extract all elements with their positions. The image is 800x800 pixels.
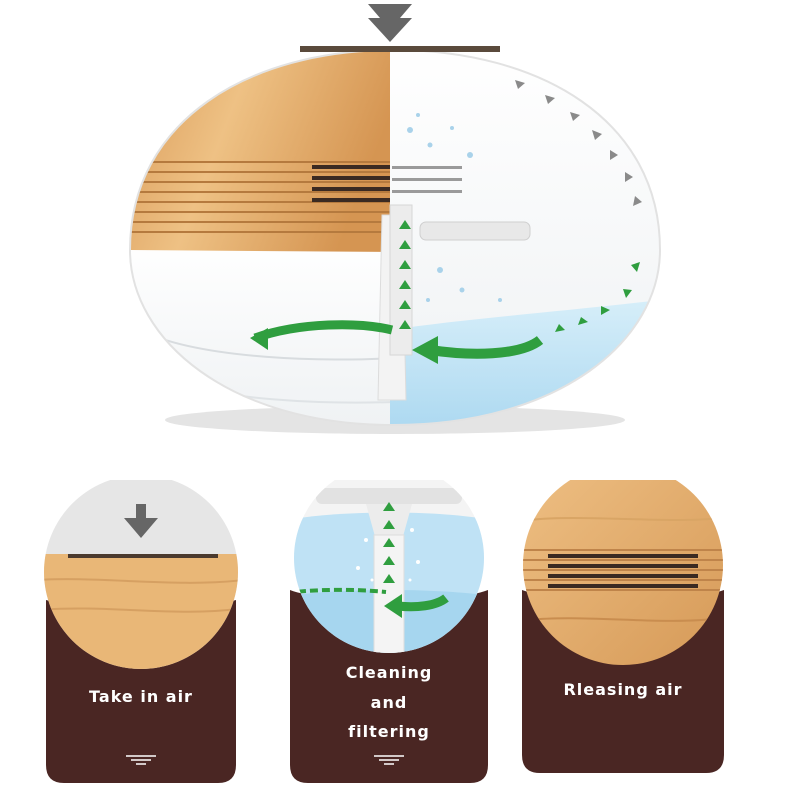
intake-arrow-icon bbox=[368, 4, 412, 42]
step-label-take-in-air: Take in air bbox=[89, 687, 193, 706]
step-label-cleaning-line-3: filtering bbox=[348, 722, 430, 741]
purifier-cutaway-illustration bbox=[128, 4, 662, 434]
return-arrows-icon bbox=[555, 262, 640, 332]
intake-arrow-icon bbox=[124, 504, 158, 538]
wood-grooves bbox=[130, 161, 390, 233]
take-in-air-illustration bbox=[44, 480, 238, 783]
vent-slots bbox=[548, 554, 698, 588]
step-label-cleaning-line-1: Cleaning bbox=[345, 663, 433, 682]
step-label-cleaning-line-2: and bbox=[370, 693, 408, 712]
vent-slots bbox=[312, 165, 390, 202]
step-card-take-in-air: Take in air bbox=[38, 480, 244, 785]
underline-glyph-icon bbox=[374, 755, 404, 765]
outflow-arrows-icon bbox=[515, 80, 642, 206]
step-card-cleaning-filtering: Cleaning and filtering bbox=[286, 480, 492, 785]
cleaning-filtering-illustration bbox=[290, 480, 488, 783]
releasing-air-illustration bbox=[522, 480, 724, 773]
upflow-arrows-icon bbox=[399, 220, 411, 329]
swirl-arrow-right-icon bbox=[429, 335, 544, 359]
step-label-releasing-air: Rleasing air bbox=[563, 680, 683, 699]
air-bubbles bbox=[407, 113, 502, 302]
inner-vents bbox=[392, 166, 462, 193]
step-card-releasing-air: Rleasing air bbox=[520, 480, 726, 785]
underline-glyph-icon bbox=[126, 755, 156, 765]
swirl-arrow-left-icon bbox=[253, 320, 394, 343]
